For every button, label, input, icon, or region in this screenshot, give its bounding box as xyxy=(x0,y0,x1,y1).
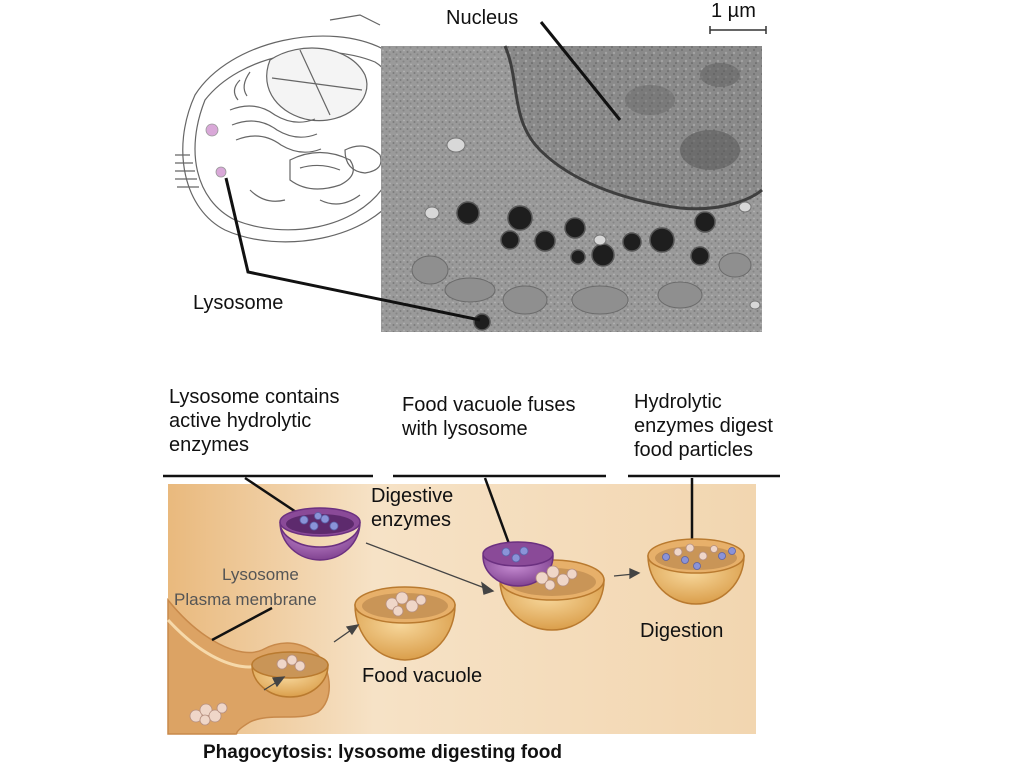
leader-lines-bottom xyxy=(211,476,694,642)
plasma-membrane-label: Plasma membrane xyxy=(174,590,317,609)
cell-sketch xyxy=(175,14,417,243)
lysosome-small-label: Lysosome xyxy=(222,565,299,584)
lysosome-marker-2 xyxy=(215,166,227,178)
step-3-title: Hydrolytic enzymes digest food particles xyxy=(634,391,773,461)
process-arrows xyxy=(263,542,641,691)
phagocytosis-cup xyxy=(251,651,329,698)
digestion-vacuole-shape xyxy=(647,538,745,605)
digestive-enzymes-label: Digestive enzymes xyxy=(371,485,454,531)
fusing-vacuole-shape xyxy=(482,541,605,631)
electron-micrograph xyxy=(381,45,763,332)
food-particle-outside xyxy=(189,702,228,726)
step-2-title: Food vacuole fuses with lysosome xyxy=(402,394,576,440)
lysosome-marker-1 xyxy=(205,123,219,137)
lysosome-label-top: Lysosome xyxy=(193,292,284,314)
digestion-label: Digestion xyxy=(640,620,724,642)
leader-lines-top xyxy=(224,21,622,322)
food-vacuole-shape xyxy=(354,586,456,661)
step-1-title: Lysosome contains active hydrolytic enzy… xyxy=(169,386,340,456)
nucleus-label: Nucleus xyxy=(446,7,519,29)
scale-label: 1 µm xyxy=(711,0,756,22)
lysosome-shape xyxy=(279,507,361,561)
food-vacuole-label: Food vacuole xyxy=(362,665,483,687)
figure-caption: Phagocytosis: lysosome digesting food xyxy=(203,742,562,763)
